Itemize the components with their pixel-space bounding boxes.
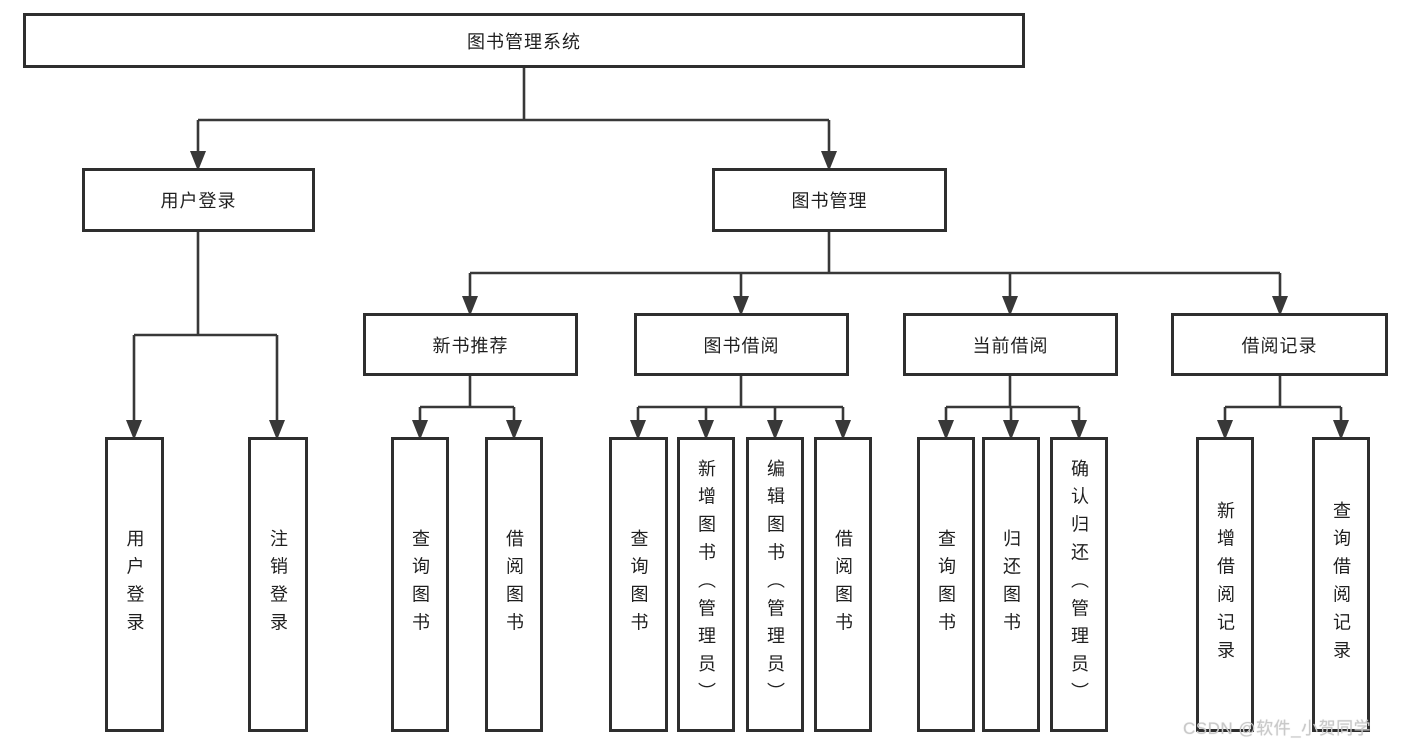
- leaf-edit-book-admin-label: 编辑图书（管理员）: [765, 458, 785, 711]
- leaf-query-book-recommend-label: 查询图书: [410, 528, 430, 641]
- watermark: CSDN @软件_小贺同学: [1183, 719, 1372, 738]
- leaf-return-book: 归还图书: [982, 437, 1040, 732]
- leaf-add-borrow-record-label: 新增借阅记录: [1215, 500, 1235, 669]
- leaf-borrow-book-recommend: 借阅图书: [485, 437, 543, 732]
- leaf-add-book-admin-label: 新增图书（管理员）: [696, 458, 716, 711]
- leaf-query-book-current: 查询图书: [917, 437, 975, 732]
- leaf-query-book-borrow-label: 查询图书: [628, 528, 649, 641]
- node-book-borrow: 图书借阅: [634, 313, 849, 376]
- leaf-confirm-return-admin: 确认归还（管理员）: [1050, 437, 1108, 732]
- leaf-add-borrow-record: 新增借阅记录: [1196, 437, 1254, 732]
- leaf-borrow-book-recommend-label: 借阅图书: [504, 528, 524, 641]
- leaf-query-borrow-record-label: 查询借阅记录: [1331, 500, 1351, 669]
- leaf-query-book-current-label: 查询图书: [936, 528, 956, 641]
- leaf-user-login: 用户登录: [105, 437, 164, 732]
- leaf-query-borrow-record: 查询借阅记录: [1312, 437, 1370, 732]
- leaf-return-book-label: 归还图书: [1001, 528, 1021, 641]
- leaf-confirm-return-admin-label: 确认归还（管理员）: [1069, 458, 1089, 711]
- leaf-logout-label: 注销登录: [268, 528, 288, 641]
- leaf-user-login-label: 用户登录: [124, 528, 145, 641]
- node-borrow-records: 借阅记录: [1171, 313, 1388, 376]
- node-root: 图书管理系统: [23, 13, 1025, 68]
- node-new-book-recommend: 新书推荐: [363, 313, 578, 376]
- leaf-add-book-admin: 新增图书（管理员）: [677, 437, 735, 732]
- leaf-edit-book-admin: 编辑图书（管理员）: [746, 437, 804, 732]
- leaf-borrow-book: 借阅图书: [814, 437, 872, 732]
- node-current-borrow: 当前借阅: [903, 313, 1118, 376]
- leaf-query-book-recommend: 查询图书: [391, 437, 449, 732]
- leaf-logout: 注销登录: [248, 437, 308, 732]
- node-book-management: 图书管理: [712, 168, 947, 232]
- leaf-query-book-borrow: 查询图书: [609, 437, 668, 732]
- node-user-login: 用户登录: [82, 168, 315, 232]
- leaf-borrow-book-label: 借阅图书: [833, 528, 853, 641]
